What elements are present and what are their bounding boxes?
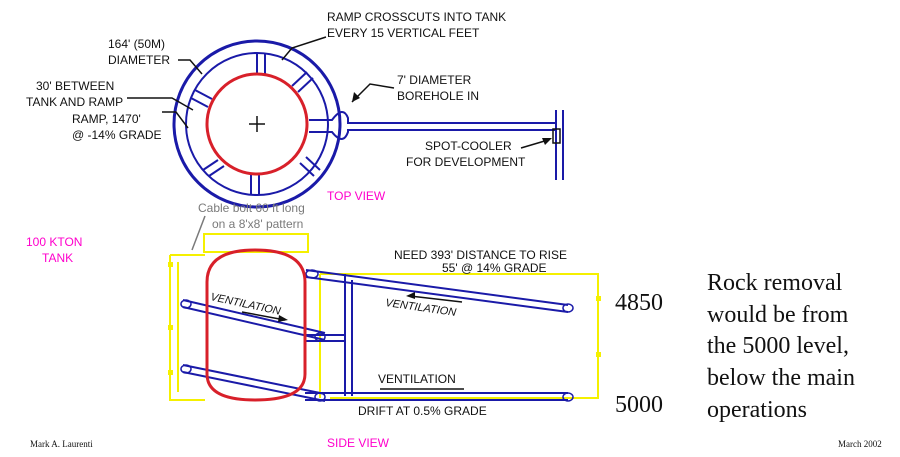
drift-end-caps	[180, 269, 574, 402]
borehole-arrowhead	[352, 92, 360, 102]
rock-removal-note: Rock removal would be from the 5000 leve…	[707, 270, 855, 423]
borehole-label-line1: 7' DIAMETER	[397, 73, 472, 87]
ventilation-arrow-2	[409, 295, 463, 303]
ventilation-arrowhead-2	[406, 292, 415, 299]
note-line-4: below the main	[707, 365, 855, 391]
outline-ticks	[168, 262, 601, 375]
tank-label-line1: 100 KTON	[26, 235, 82, 249]
note-line-1: Rock removal	[707, 270, 843, 296]
rise-label-line1: NEED 393' DISTANCE TO RISE	[394, 248, 567, 262]
ventilation-arrowhead-1	[278, 315, 288, 322]
footer-date: March 2002	[838, 439, 882, 449]
between-leader	[127, 97, 194, 111]
diameter-label-line1: 164' (50M)	[108, 37, 165, 51]
spotcooler-arrowhead	[542, 138, 552, 145]
access-drift-top	[309, 110, 564, 180]
ramp-label-line2: @ -14% GRADE	[72, 128, 162, 142]
note-line-5: operations	[707, 397, 807, 423]
diameter-leader	[178, 59, 203, 75]
note-line-2: would be from	[707, 302, 849, 328]
cable-bolt-label-line2: on a 8'x8' pattern	[212, 217, 303, 231]
tank-side-profile	[205, 248, 307, 402]
cable-bolt-label-line1: Cable bolt 60 ft long	[198, 201, 305, 215]
ramp-label-line1: RAMP, 1470'	[72, 112, 141, 126]
cable-bolt-leader	[191, 215, 206, 251]
crosscuts-leader	[281, 36, 327, 61]
ramps-side	[182, 269, 569, 402]
crosscuts	[190, 53, 321, 195]
borehole-label-line2: BOREHOLE IN	[397, 89, 479, 103]
top-view-title: TOP VIEW	[327, 189, 386, 203]
borehole-leader	[351, 83, 395, 103]
note-line-3: the 5000 level,	[707, 333, 849, 359]
tank-label-line2: TANK	[42, 251, 73, 265]
diameter-label-line2: DIAMETER	[108, 53, 170, 67]
between-label-line1: 30' BETWEEN	[36, 79, 114, 93]
between-label-line2: TANK AND RAMP	[26, 95, 123, 109]
ventilation-label-3: VENTILATION	[378, 372, 456, 386]
tank-top-circle	[205, 72, 309, 176]
drift-label: DRIFT AT 0.5% GRADE	[358, 404, 487, 418]
rise-label-line2: 55' @ 14% GRADE	[442, 261, 547, 275]
ramp-ring-outer	[172, 39, 342, 209]
footer-author: Mark A. Laurenti	[30, 439, 93, 449]
spot-cooler-box	[552, 128, 561, 144]
spotcooler-label-line2: FOR DEVELOPMENT	[406, 155, 526, 169]
side-view: Cable bolt 60 ft long on a 8'x8' pattern…	[26, 201, 663, 450]
crosscuts-label-line2: EVERY 15 VERTICAL FEET	[327, 26, 480, 40]
top-view: RAMP CROSSCUTS INTO TANK EVERY 15 VERTIC…	[26, 10, 564, 209]
spotcooler-label-line1: SPOT-COOLER	[425, 139, 512, 153]
ventilation-arrow-1	[241, 311, 286, 321]
crosscuts-label-line1: RAMP CROSSCUTS INTO TANK	[327, 10, 506, 24]
level-5000-label: 5000	[615, 392, 663, 418]
ramp-leader	[162, 111, 189, 129]
level-4850-label: 4850	[615, 290, 663, 316]
side-view-title: SIDE VIEW	[327, 436, 390, 450]
